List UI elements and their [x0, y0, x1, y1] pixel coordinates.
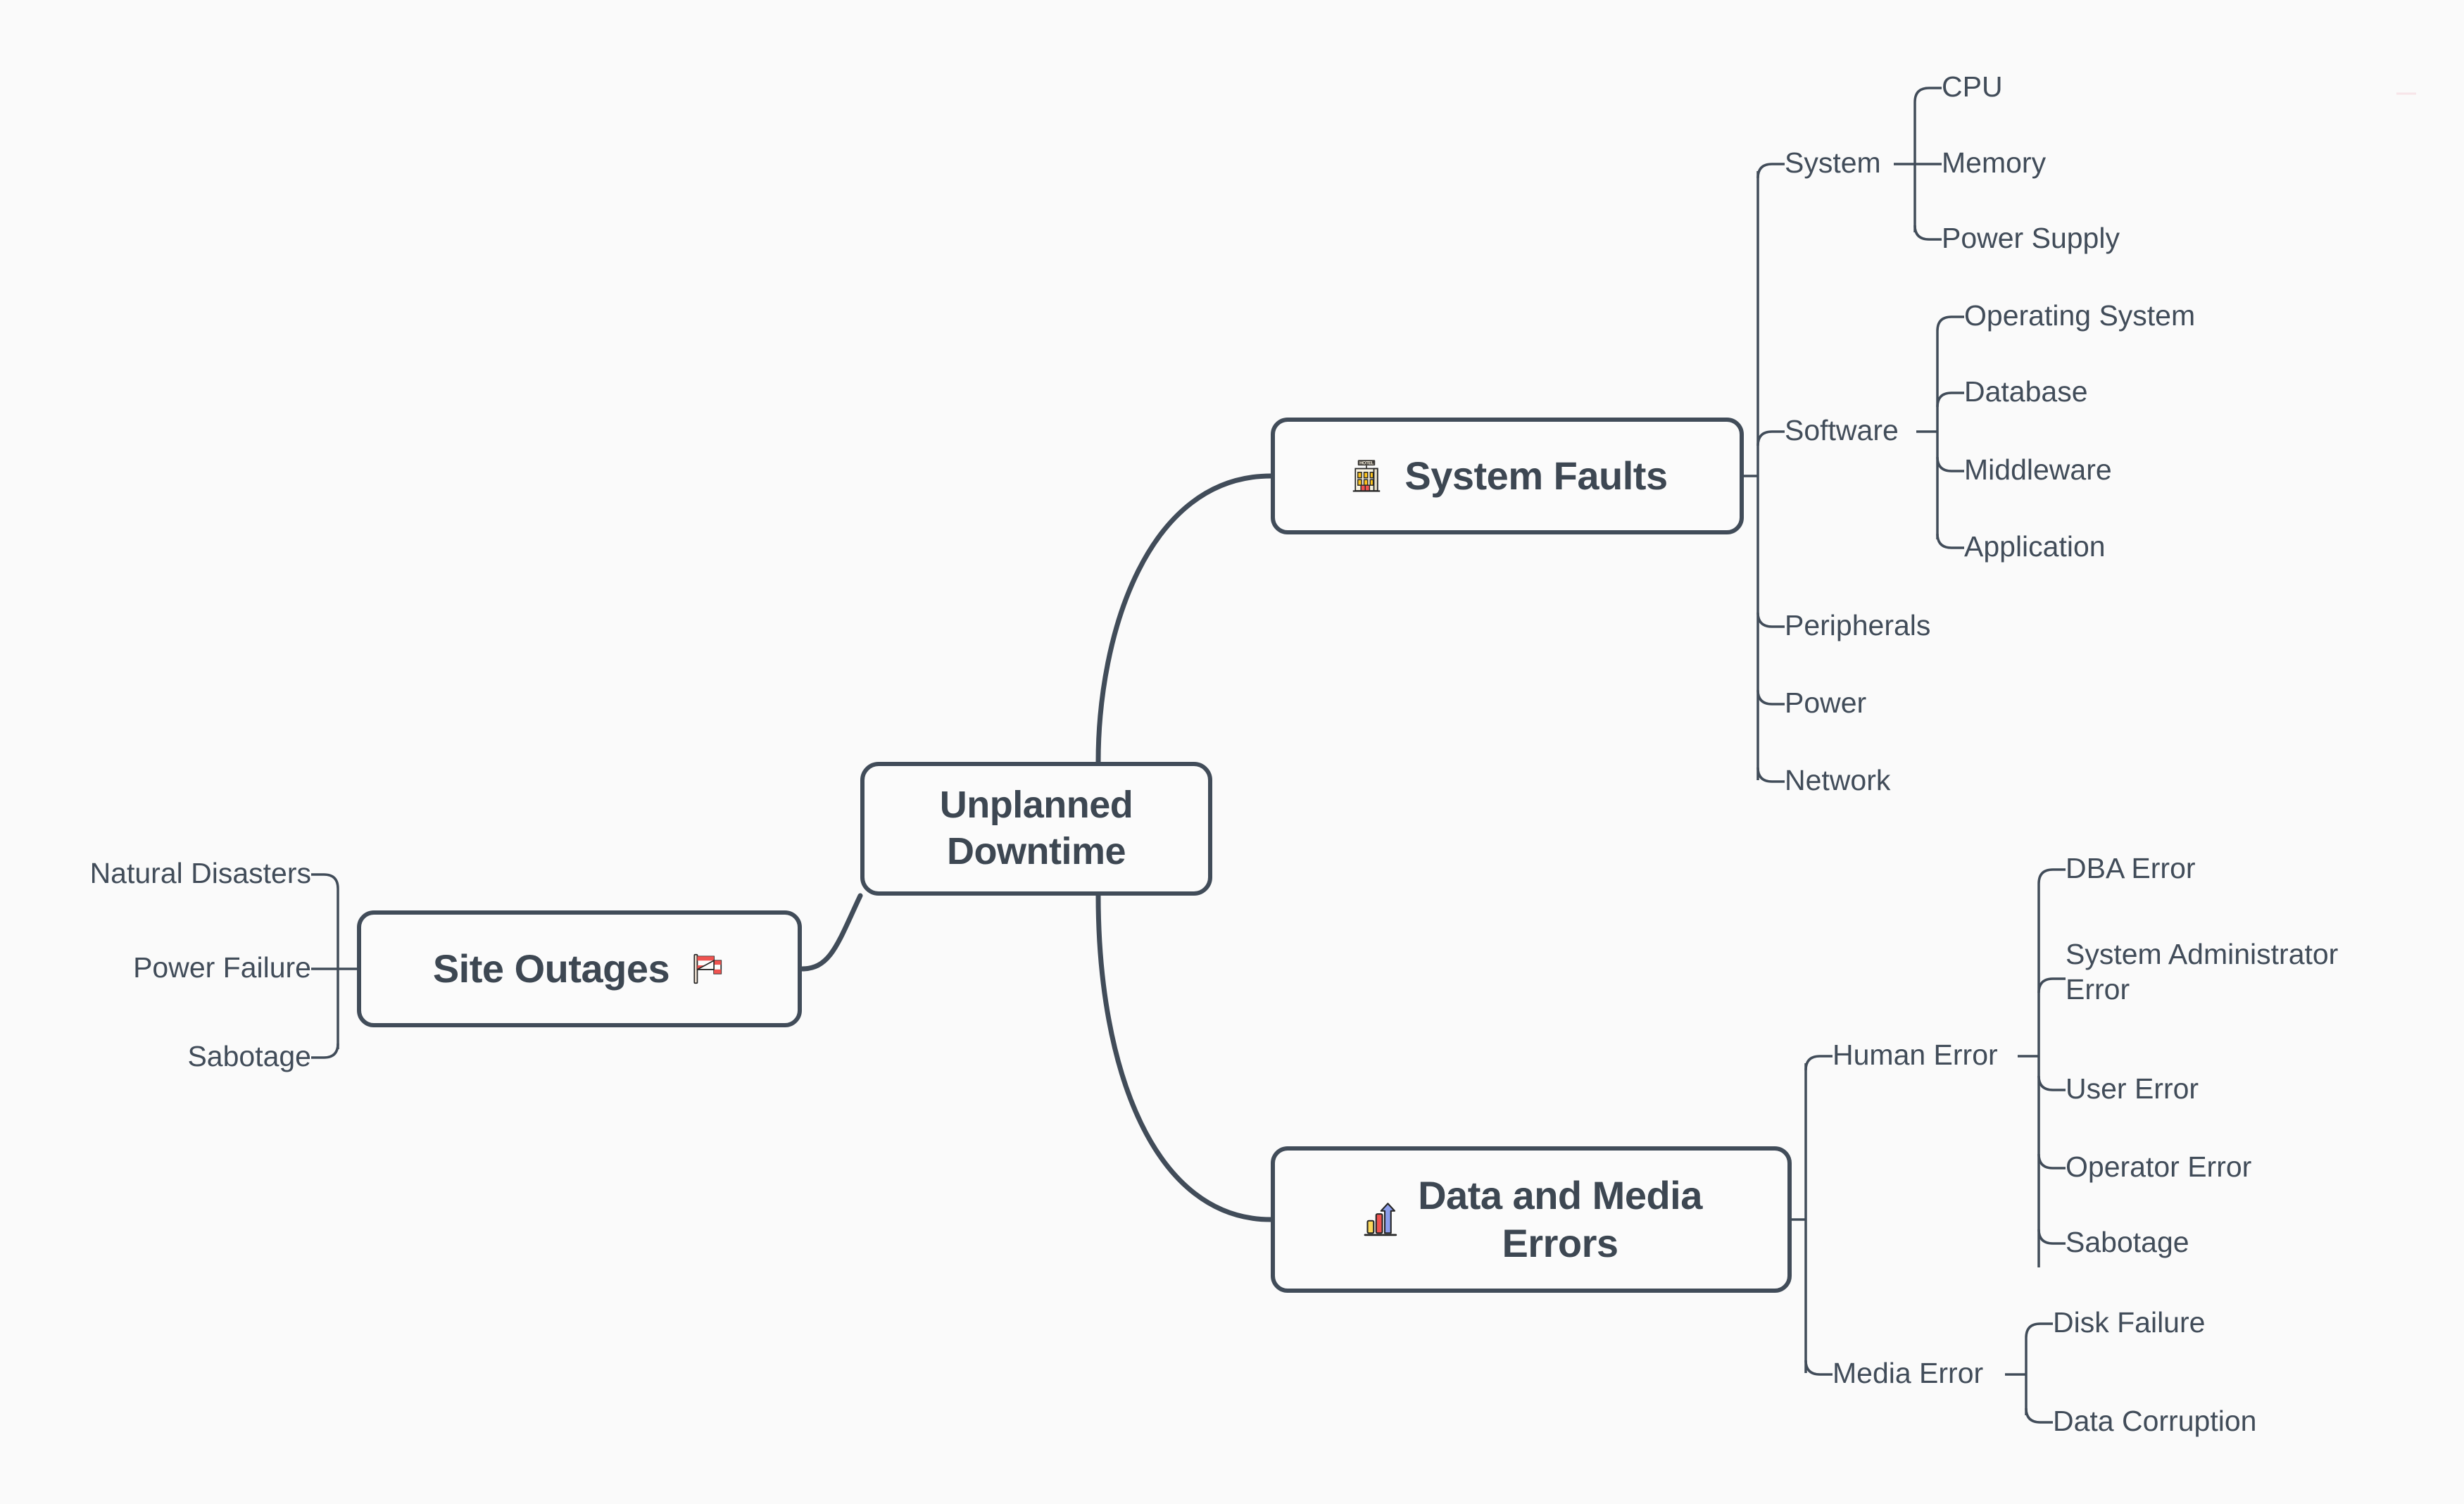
- subnode-sabotage-site[interactable]: Sabotage: [187, 1040, 311, 1072]
- edge-software-to-os: [1936, 315, 1964, 332]
- subnode-human-error[interactable]: Human Error: [1833, 1039, 1998, 1071]
- edge-me-to-data-corruption: [2025, 1408, 2053, 1424]
- subnode-software[interactable]: Software: [1785, 414, 1899, 446]
- edge-dme-to-media-error: [1804, 1360, 1833, 1376]
- edge-he-to-user-error: [2037, 1075, 2066, 1091]
- branch-node-data-media-errors[interactable]: Data and Media Errors: [1271, 1146, 1792, 1293]
- edge-root-to-site-outages: [799, 893, 863, 972]
- edge-sf-to-network: [1756, 767, 1785, 783]
- edge-sf-to-peripherals: [1756, 612, 1785, 628]
- edge-he-to-operator-error: [2037, 1153, 2066, 1170]
- subnode-power-supply[interactable]: Power Supply: [1942, 222, 2120, 254]
- edge-sf-to-system: [1756, 163, 1785, 179]
- waving-flag-icon: [688, 950, 726, 988]
- edge-he-to-sysadmin-error: [2037, 977, 2066, 994]
- subnode-disk-failure[interactable]: Disk Failure: [2053, 1306, 2206, 1339]
- hotel-building-icon: HOTEL: [1347, 456, 1386, 496]
- edge-system-to-power-supply: [1913, 225, 1942, 241]
- branch-label-system-faults: System Faults: [1404, 453, 1668, 498]
- subnode-operator-error[interactable]: Operator Error: [2066, 1151, 2252, 1183]
- subnode-system-administrator-error[interactable]: System Administrator Error: [2066, 938, 2339, 1006]
- edge-dme-to-human-error: [1804, 1055, 1833, 1071]
- edge-software-to-application: [1936, 533, 1964, 549]
- edge-root-to-system-faults: [1095, 473, 1274, 765]
- branch-node-site-outages[interactable]: Site Outages: [357, 910, 802, 1027]
- subnode-system[interactable]: System: [1785, 146, 1881, 179]
- root-node-label: Unplanned Downtime: [939, 784, 1133, 872]
- subnode-peripherals[interactable]: Peripherals: [1785, 609, 1931, 641]
- subnode-middleware[interactable]: Middleware: [1964, 453, 2112, 486]
- branch-node-system-faults[interactable]: HOTEL System Faults: [1271, 418, 1744, 534]
- subnode-power[interactable]: Power: [1785, 687, 1867, 719]
- edge-root-to-data-media-errors: [1095, 893, 1274, 1222]
- subnode-natural-disasters[interactable]: Natural Disasters: [89, 857, 311, 889]
- edge-so-to-sabotage: [311, 1043, 339, 1059]
- subnode-database[interactable]: Database: [1964, 375, 2088, 408]
- edge-he-to-sabotage: [2037, 1229, 2066, 1245]
- svg-text:HOTEL: HOTEL: [1359, 461, 1374, 466]
- edge-so-to-natural-disasters: [311, 873, 339, 889]
- edge-sf-to-software: [1756, 430, 1785, 446]
- subnode-user-error[interactable]: User Error: [2066, 1072, 2199, 1105]
- edge-me-to-disk-failure: [2025, 1322, 2053, 1339]
- root-node[interactable]: Unplanned Downtime: [860, 762, 1212, 896]
- bar-chart-increasing-icon: [1360, 1200, 1400, 1239]
- subnode-sabotage-human[interactable]: Sabotage: [2066, 1226, 2189, 1258]
- edge-software-to-database: [1936, 391, 1964, 408]
- edge-software-to-middleware: [1936, 456, 1964, 472]
- edge-sf-to-power: [1756, 689, 1785, 706]
- subnode-operating-system[interactable]: Operating System: [1964, 299, 2196, 332]
- subnode-network[interactable]: Network: [1785, 764, 1891, 796]
- branch-label-site-outages: Site Outages: [432, 946, 670, 991]
- subnode-media-error[interactable]: Media Error: [1833, 1357, 1984, 1389]
- subnode-data-corruption[interactable]: Data Corruption: [2053, 1405, 2257, 1437]
- subnode-power-failure[interactable]: Power Failure: [133, 951, 311, 984]
- edge-he-to-dba-error: [2037, 868, 2066, 884]
- branch-label-data-media-errors: Data and Media Errors: [1418, 1172, 1702, 1265]
- subnode-dba-error[interactable]: DBA Error: [2066, 852, 2196, 884]
- edge-system-to-cpu: [1913, 87, 1942, 103]
- subnode-application[interactable]: Application: [1964, 530, 2106, 563]
- subnode-cpu[interactable]: CPU: [1942, 70, 2003, 103]
- subnode-memory[interactable]: Memory: [1942, 146, 2047, 179]
